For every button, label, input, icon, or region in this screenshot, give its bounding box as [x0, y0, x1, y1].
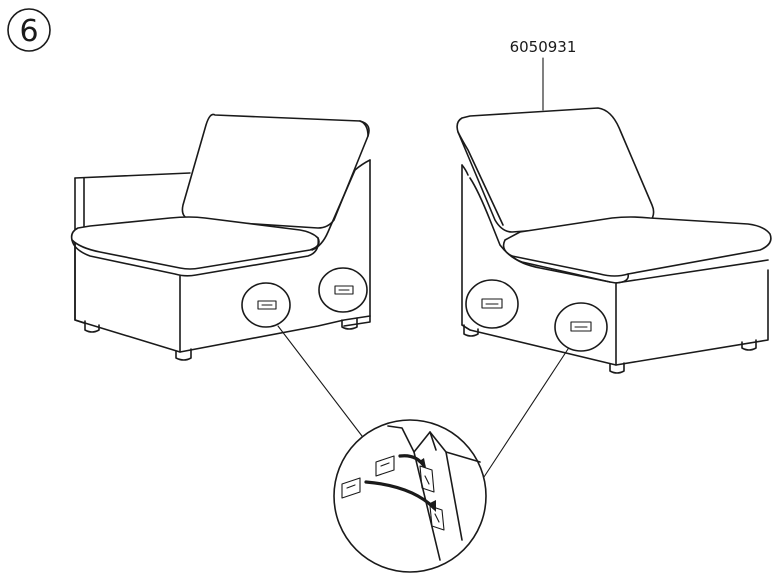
left-connector-2-icon [318, 267, 368, 313]
left-connector-1-icon [241, 282, 291, 328]
detail-magnifier-icon [333, 419, 487, 573]
armless-module-right-icon [456, 107, 772, 374]
part-number-callout: 6050931 [510, 38, 577, 111]
step-number: 6 [19, 14, 38, 49]
detail-leaders [277, 325, 569, 481]
detail-bracket-1-icon [375, 455, 395, 477]
hook-arrow-icon [364, 454, 436, 512]
right-connector-1-icon [465, 279, 519, 329]
step-number-circle-icon [7, 8, 51, 52]
right-connector-2-icon [554, 302, 608, 352]
detail-bracket-4-icon [429, 505, 445, 531]
step-badge: 6 [7, 8, 51, 52]
part-number-label: 6050931 [510, 38, 577, 56]
detail-bracket-2-icon [341, 477, 361, 499]
detail-bracket-3-icon [419, 465, 435, 493]
armchair-module-left-icon [70, 113, 371, 361]
